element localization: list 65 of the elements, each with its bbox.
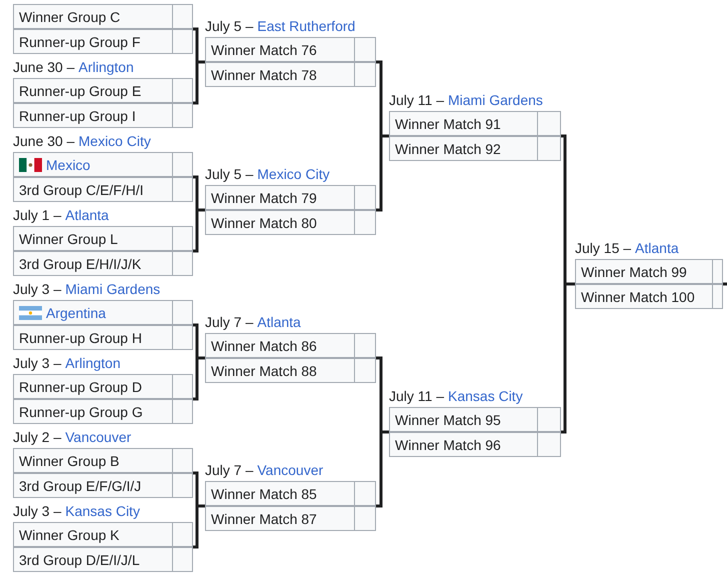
venue-link: Vancouver [65, 428, 132, 446]
team-name: Winner Group K [19, 526, 120, 542]
team-name: Winner Group B [19, 452, 120, 468]
match-date: July 11 – [389, 91, 444, 109]
team-name: Winner Group L [19, 230, 118, 246]
bracket-line [193, 208, 205, 252]
team-name: Winner Match 85 [211, 486, 317, 502]
team-name: Winner Match 95 [395, 412, 501, 428]
team-link: Argentina [46, 304, 106, 320]
team-name: Winner Match 78 [211, 66, 317, 82]
team-name: Runner-up Group F [19, 34, 140, 50]
team-name: 3rd Group E/H/I/J/K [19, 256, 142, 272]
team-name: Winner Match 79 [211, 190, 317, 206]
team-name: Winner Match 92 [395, 140, 501, 156]
team-name: Winner Group C [19, 8, 120, 24]
bracket-line [376, 430, 389, 508]
venue-link: Miami Gardens [65, 280, 160, 298]
venue-link: Kansas City [65, 502, 140, 520]
match-date: June 30 – [13, 58, 74, 76]
team-name: Winner Match 100 [581, 288, 695, 304]
venue-link: Kansas City [448, 387, 523, 405]
team-name: Runner-up Group G [19, 404, 143, 420]
bracket-line [193, 356, 205, 400]
team-name: Runner-up Group H [19, 330, 142, 346]
team-name: Winner Match 86 [211, 338, 317, 354]
venue-link: Vancouver [257, 461, 324, 479]
match-date: July 7 – [205, 461, 254, 479]
team-name: Runner-up Group D [19, 378, 142, 394]
bracket-line [193, 60, 205, 104]
match-date: July 2 – [13, 428, 62, 446]
team-name: Winner Match 76 [211, 42, 317, 58]
match-date: July 5 – [205, 165, 254, 183]
team-name: Runner-up Group E [19, 82, 142, 98]
match-date: July 7 – [205, 313, 254, 331]
venue-link: Mexico City [257, 165, 330, 183]
team-name: Winner Match 87 [211, 510, 317, 526]
match-date: July 11 – [389, 387, 444, 405]
team-name: Winner Match 99 [581, 264, 687, 280]
match-date: July 5 – [205, 17, 254, 35]
venue-link: Atlanta [635, 239, 679, 257]
venue-link: Arlington [65, 354, 121, 372]
venue-link: Atlanta [257, 313, 301, 331]
venue-link: East Rutherford [257, 17, 356, 35]
team-name: 3rd Group C/E/F/H/I [19, 182, 144, 198]
match-date: June 30 – [13, 132, 74, 150]
bracket-line [376, 134, 389, 212]
match-date: July 3 – [13, 280, 62, 298]
team-name: Winner Match 96 [395, 436, 501, 452]
match-date: July 3 – [13, 354, 62, 372]
team-name: 3rd Group E/F/G/I/J [19, 478, 142, 494]
team-name: Winner Match 91 [395, 116, 501, 132]
bracket-line [193, 504, 205, 548]
venue-link: Miami Gardens [448, 91, 543, 109]
team-name: Winner Match 88 [211, 362, 317, 378]
venue-link: Atlanta [65, 206, 109, 224]
bracket-line [723, 282, 727, 286]
match-date: July 15 – [575, 239, 632, 257]
team-name: Winner Match 80 [211, 214, 317, 230]
team-name: Runner-up Group I [19, 108, 136, 124]
venue-link: Mexico City [78, 132, 151, 150]
team-link: Mexico [46, 156, 90, 172]
match-date: July 3 – [13, 502, 62, 520]
team-name: 3rd Group D/E/I/J/L [19, 552, 140, 568]
match-date: July 1 – [13, 206, 62, 224]
venue-link: Arlington [78, 58, 134, 76]
